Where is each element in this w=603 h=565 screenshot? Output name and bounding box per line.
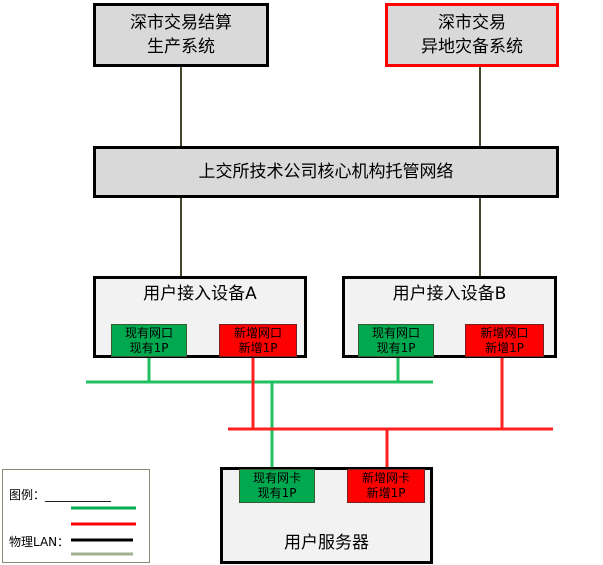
core-network-box: 上交所技术公司核心机构托管网络 [93,146,559,198]
device-a-existing-port: 现有网口 现有1P [111,324,187,357]
port-line2: 新增1P [485,340,524,355]
nic-line1: 新增网卡 [361,471,410,485]
port-line1: 新增网口 [480,325,529,340]
port-line1: 新增网口 [233,325,282,340]
legend-title: 图例：___________ [9,488,112,502]
port-line2: 新增1P [238,340,278,355]
access-device-b: 用户接入设备B 现有网口 现有1P 新增网口 新增1P [342,276,557,358]
sz-production-system-box: 深市交易结算 生产系统 [93,3,269,67]
sz-disaster-recovery-box: 深市交易 异地灾备系统 [385,3,559,67]
port-line1: 现有网口 [124,325,173,340]
port-line2: 现有1P [129,340,169,355]
device-b-existing-port: 现有网口 现有1P [358,324,434,357]
user-server-box: 现有网卡 现有1P 新增网卡 新增1P 用户服务器 [220,467,433,564]
nic-line2: 新增1P [366,486,406,500]
sz-dr-line2: 异地灾备系统 [421,37,523,57]
nic-line2: 现有1P [257,486,297,500]
server-title: 用户服务器 [284,533,369,553]
core-network-label: 上交所技术公司核心机构托管网络 [198,162,454,182]
nic-line1: 现有网卡 [252,471,301,485]
sz-production-line2: 生产系统 [147,37,215,57]
port-line1: 现有网口 [371,325,420,340]
legend-swatches [71,506,136,556]
sz-dr-line1: 深市交易 [438,13,506,33]
legend-physical-lan: 物理LAN： [9,535,70,549]
sz-production-line1: 深市交易结算 [130,13,232,33]
device-b-title: 用户接入设备B [392,284,507,304]
legend: 图例：___________ 物理LAN： [2,469,150,563]
device-a-new-port: 新增网口 新增1P [219,324,297,357]
server-existing-nic: 现有网卡 现有1P [239,469,315,503]
access-device-a: 用户接入设备A 现有网口 现有1P 新增网口 新增1P [93,276,307,358]
port-line2: 现有1P [376,340,416,355]
device-a-title: 用户接入设备A [143,284,257,304]
device-b-new-port: 新增网口 新增1P [465,324,544,357]
server-new-nic: 新增网卡 新增1P [347,469,425,503]
